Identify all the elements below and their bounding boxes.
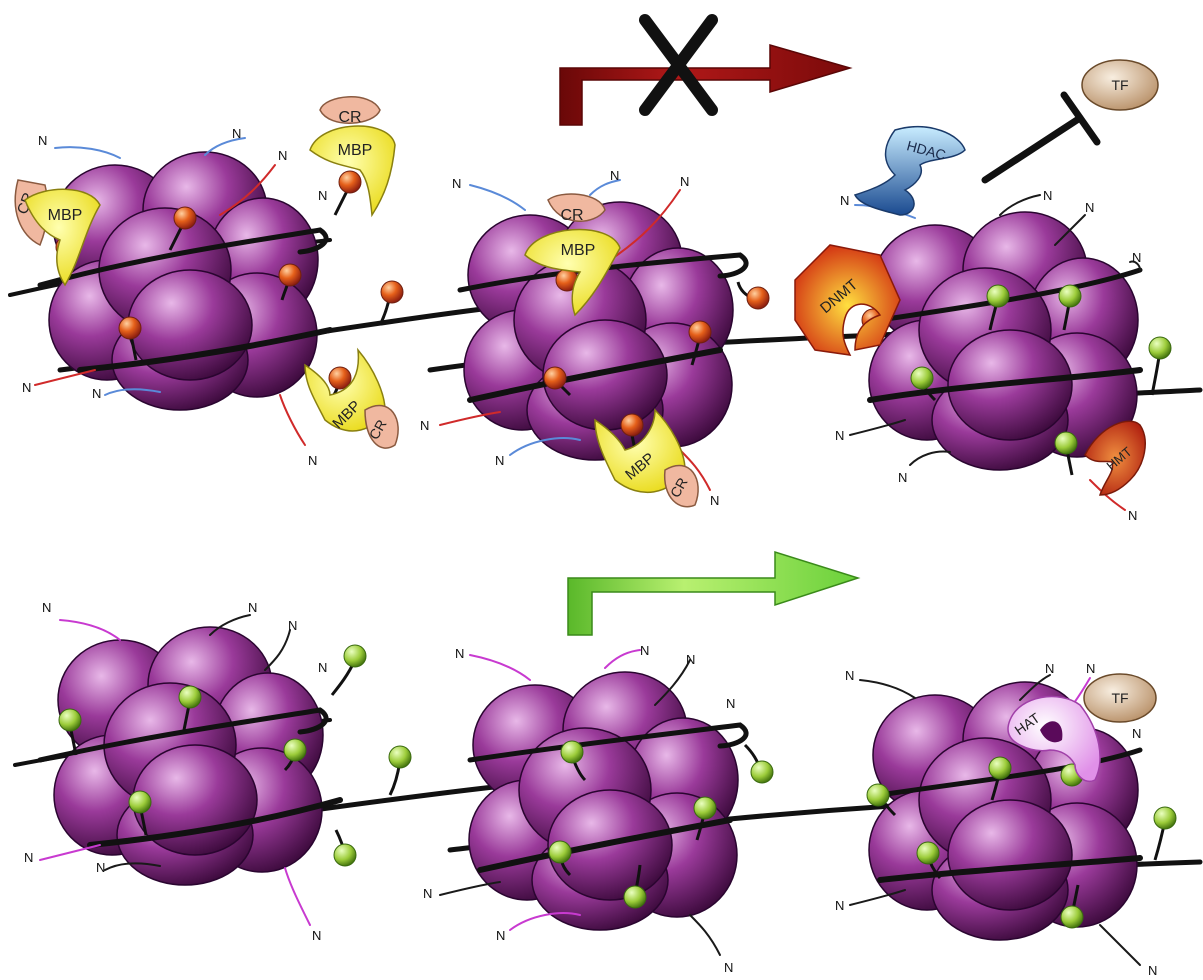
n-label: N bbox=[1086, 661, 1095, 676]
mbp-label: MBP bbox=[561, 242, 596, 259]
nucleosome-active-3 bbox=[869, 682, 1138, 940]
n-label: N bbox=[1132, 250, 1141, 265]
n-label: N bbox=[423, 886, 432, 901]
n-label: N bbox=[92, 386, 101, 401]
repressed-transcription-arrow bbox=[560, 20, 850, 125]
n-label: N bbox=[726, 696, 735, 711]
tf-label: TF bbox=[1111, 690, 1128, 706]
mbp-label: MBP bbox=[338, 142, 373, 159]
tf-protein-bottom: TF bbox=[1084, 674, 1156, 722]
n-label: N bbox=[610, 168, 619, 183]
n-label: N bbox=[1043, 188, 1052, 203]
n-label: N bbox=[1148, 963, 1157, 978]
n-label: N bbox=[496, 928, 505, 943]
n-label: N bbox=[248, 600, 257, 615]
n-label: N bbox=[420, 418, 429, 433]
n-label: N bbox=[318, 660, 327, 675]
blocked-x-icon bbox=[645, 20, 712, 110]
n-label: N bbox=[38, 133, 47, 148]
n-label: N bbox=[452, 176, 461, 191]
n-label: N bbox=[22, 380, 31, 395]
tf-protein-top: TF bbox=[1082, 60, 1158, 110]
n-label: N bbox=[835, 898, 844, 913]
n-label: N bbox=[1128, 508, 1137, 523]
n-label: N bbox=[455, 646, 464, 661]
n-label: N bbox=[278, 148, 287, 163]
hdac-enzyme: HDAC bbox=[855, 127, 965, 215]
mbp-label: MBP bbox=[48, 207, 83, 224]
n-label: N bbox=[898, 470, 907, 485]
n-label: N bbox=[686, 652, 695, 667]
n-label: N bbox=[840, 193, 849, 208]
n-label: N bbox=[845, 668, 854, 683]
n-label: N bbox=[308, 453, 317, 468]
n-label: N bbox=[312, 928, 321, 943]
n-label: N bbox=[232, 126, 241, 141]
cr-label: CR bbox=[560, 207, 583, 224]
n-label: N bbox=[835, 428, 844, 443]
n-label: N bbox=[710, 493, 719, 508]
n-label: N bbox=[640, 643, 649, 658]
n-label: N bbox=[495, 453, 504, 468]
inhibition-bar-icon bbox=[985, 95, 1097, 180]
n-label: N bbox=[24, 850, 33, 865]
n-label: N bbox=[680, 174, 689, 189]
nucleosome-methylated-3 bbox=[869, 212, 1138, 470]
n-label: N bbox=[318, 188, 327, 203]
mbp-cr-complex-3: MBP CR bbox=[305, 350, 398, 448]
n-label: N bbox=[96, 860, 105, 875]
n-label: N bbox=[288, 618, 297, 633]
tf-label: TF bbox=[1111, 77, 1128, 93]
n-label: N bbox=[1085, 200, 1094, 215]
active-transcription-arrow bbox=[568, 552, 858, 635]
n-label: N bbox=[724, 960, 733, 975]
n-label: N bbox=[42, 600, 51, 615]
n-label: N bbox=[1132, 726, 1141, 741]
n-label: N bbox=[1045, 661, 1054, 676]
cr-label: CR bbox=[338, 109, 361, 126]
